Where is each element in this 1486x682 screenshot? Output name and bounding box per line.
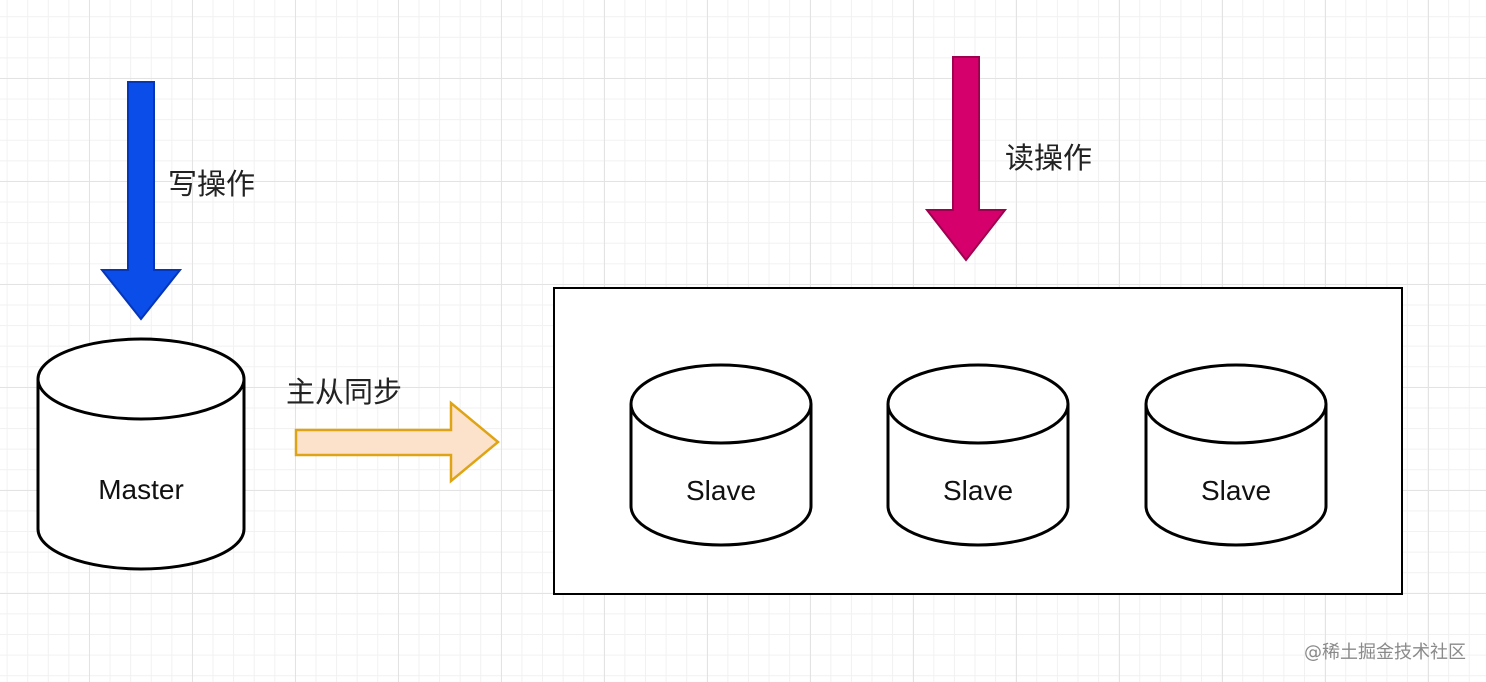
write-arrow-shape <box>99 81 183 321</box>
slave-3-cylinder-top <box>1144 363 1328 445</box>
slave-2-cylinder-top <box>886 363 1070 445</box>
sync-arrow <box>294 400 500 484</box>
watermark: @稀土掘金技术社区 <box>1304 642 1466 663</box>
slave-1-label: Slave <box>685 475 757 506</box>
master-database <box>36 337 246 571</box>
slave-database-1 <box>629 363 813 547</box>
read-arrow-shape <box>924 56 1008 262</box>
sync-label: 主从同步 <box>286 375 403 409</box>
slave-2-label: Slave <box>942 475 1014 506</box>
slave-1-cylinder-top <box>629 363 813 445</box>
slave-database-2 <box>886 363 1070 547</box>
write-arrow <box>99 81 183 321</box>
read-operation-label: 读操作 <box>1005 141 1093 175</box>
slave-database-3 <box>1144 363 1328 547</box>
master-cylinder-body <box>36 379 246 571</box>
master-cylinder-top <box>36 337 246 421</box>
master-label: Master <box>98 474 184 505</box>
slave-3-label: Slave <box>1200 475 1272 506</box>
sync-arrow-shape <box>294 400 500 484</box>
write-operation-label: 写操作 <box>168 167 256 201</box>
read-arrow <box>924 56 1008 262</box>
